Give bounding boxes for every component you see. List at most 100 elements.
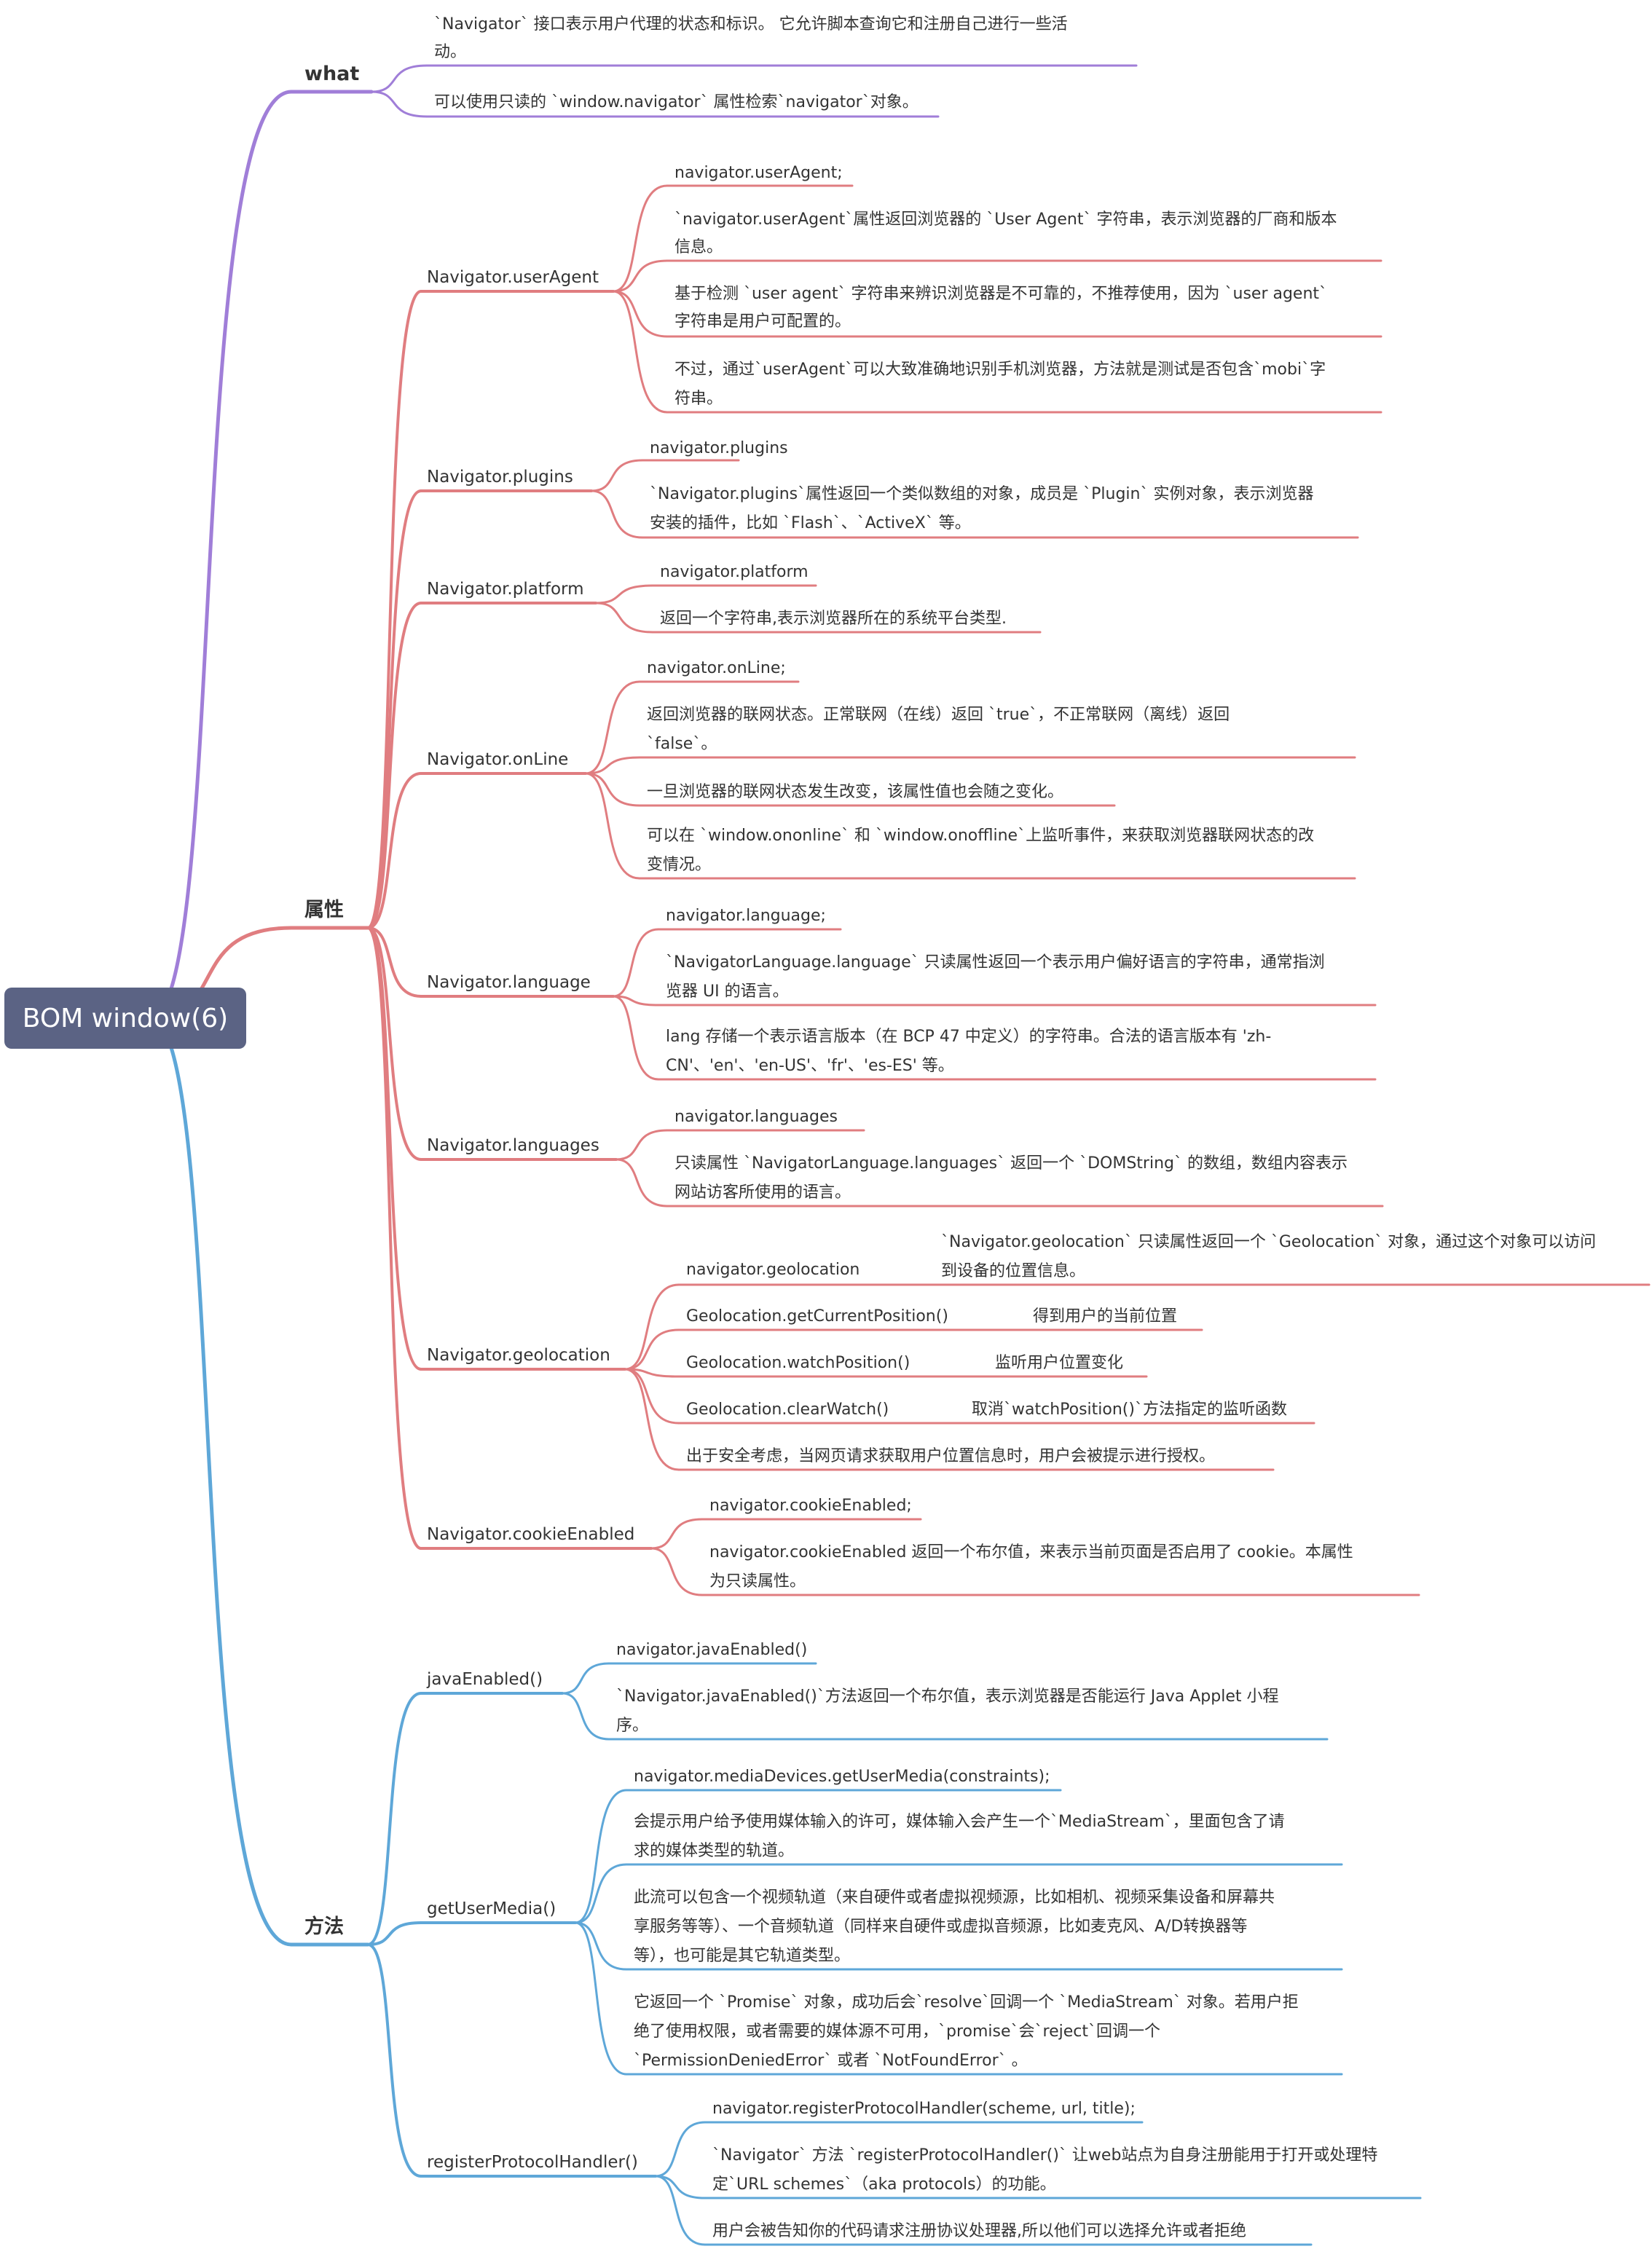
edge-props-1-leaf-1 bbox=[590, 489, 644, 539]
edge-props-3-leaf-0 bbox=[584, 680, 641, 775]
props-3-leaf-1-line-1: `false`。 bbox=[647, 735, 717, 753]
props-0-leaf-3-line-0: 不过，通过`userAgent`可以大致准确地识别手机浏览器，方法就是测试是否包… bbox=[674, 361, 1326, 379]
props-0-leaf-0-line-0: navigator.userAgent; bbox=[674, 164, 843, 182]
props-6-leaf-4-line-0: 出于安全考虑，当网页请求获取用户位置信息时，用户会被提示进行授权。 bbox=[686, 1447, 1215, 1465]
props-4-leaf-0-line-0: navigator.language; bbox=[666, 907, 826, 925]
props-3-leaf-2-line-0: 一旦浏览器的联网状态发生改变，该属性值也会随之变化。 bbox=[647, 783, 1063, 801]
root-label: BOM window(6) bbox=[23, 1004, 228, 1033]
section-methods-label: 方法 bbox=[304, 1915, 344, 1938]
edge-methods-branch-0 bbox=[366, 1692, 422, 1946]
props-0-leaf-3-line-1: 符串。 bbox=[674, 390, 723, 408]
edge-props-0-leaf-2 bbox=[612, 290, 669, 338]
edge-methods-1-leaf-3 bbox=[574, 1921, 628, 2076]
edge-root-what bbox=[148, 90, 294, 1020]
methods-branch-1-label: getUserMedia() bbox=[427, 1899, 556, 1918]
props-0-leaf-1-line-0: `navigator.userAgent`属性返回浏览器的 `User Agen… bbox=[674, 210, 1337, 229]
edge-methods-1-leaf-2 bbox=[574, 1921, 628, 1971]
edge-props-6-leaf-4 bbox=[624, 1368, 680, 1471]
methods-0-leaf-1-line-1: 序。 bbox=[616, 1717, 648, 1735]
methods-1-leaf-1-line-0: 会提示用户给予使用媒体输入的许可，媒体输入会产生一个`MediaStream`，… bbox=[634, 1813, 1285, 1831]
edge-props-6-leaf-0 bbox=[624, 1283, 680, 1371]
edge-props-branch-0 bbox=[366, 290, 422, 929]
props-branch-3-label: Navigator.onLine bbox=[427, 750, 568, 769]
edge-props-6-leaf-2 bbox=[624, 1368, 680, 1378]
props-6-leaf-3-desc-0: 取消`watchPosition()`方法指定的监听函数 bbox=[972, 1401, 1287, 1419]
props-4-leaf-2-line-1: CN'、'en'、'en-US'、'fr'、'es-ES' 等。 bbox=[666, 1057, 954, 1075]
edge-layer bbox=[148, 64, 1651, 2246]
props-6-leaf-0-line-0: navigator.geolocation bbox=[686, 1261, 860, 1279]
props-branch-6-label: Navigator.geolocation bbox=[427, 1346, 610, 1365]
edge-methods-2-leaf-2 bbox=[654, 2175, 707, 2246]
edge-props-4-leaf-0 bbox=[612, 928, 660, 998]
props-4-leaf-2-line-0: lang 存储一个表示语言版本（在 BCP 47 中定义）的字符串。合法的语言版… bbox=[666, 1028, 1271, 1046]
edge-props-3-leaf-1 bbox=[584, 756, 641, 775]
what-0-leaf-1-line-0: 可以使用只读的 `window.navigator` 属性检索`navigato… bbox=[434, 93, 919, 111]
edge-props-6-leaf-3 bbox=[624, 1368, 680, 1425]
props-1-leaf-0-line-0: navigator.plugins bbox=[650, 439, 788, 457]
props-2-leaf-1-line-0: 返回一个字符串,表示浏览器所在的系统平台类型. bbox=[660, 610, 1007, 628]
edge-methods-branch-2 bbox=[366, 1943, 422, 2178]
props-6-leaf-1-line-0: Geolocation.getCurrentPosition() bbox=[686, 1307, 948, 1326]
methods-2-leaf-2-line-0: 用户会被告知你的代码请求注册协议处理器,所以他们可以选择允许或者拒绝 bbox=[712, 2222, 1246, 2240]
props-0-leaf-1-line-1: 信息。 bbox=[674, 238, 723, 256]
props-6-leaf-1-desc-0: 得到用户的当前位置 bbox=[1033, 1307, 1177, 1326]
edge-props-0-leaf-3 bbox=[612, 290, 669, 414]
props-6-leaf-3-line-0: Geolocation.clearWatch() bbox=[686, 1401, 889, 1419]
props-3-leaf-3-line-0: 可以在 `window.ononline` 和 `window.onofflin… bbox=[647, 827, 1314, 845]
edge-props-branch-7 bbox=[366, 926, 422, 1550]
edge-methods-2-leaf-1 bbox=[654, 2175, 707, 2199]
edge-methods-branch-1 bbox=[366, 1921, 422, 1946]
edge-root-methods bbox=[148, 1016, 294, 1947]
props-7-leaf-1-line-0: navigator.cookieEnabled 返回一个布尔值，来表示当前页面是… bbox=[709, 1543, 1353, 1561]
props-branch-1-label: Navigator.plugins bbox=[427, 468, 573, 487]
edge-props-2-leaf-1 bbox=[594, 602, 654, 634]
props-2-leaf-0-line-0: navigator.platform bbox=[660, 563, 809, 581]
edge-props-6-leaf-1 bbox=[624, 1328, 680, 1371]
props-4-leaf-1-line-1: 览器 UI 的语言。 bbox=[666, 982, 789, 1001]
props-7-leaf-0-line-0: navigator.cookieEnabled; bbox=[709, 1497, 912, 1515]
props-3-leaf-1-line-0: 返回浏览器的联网状态。正常联网（在线）返回 `true`，不正常联网（离线）返回 bbox=[647, 706, 1230, 724]
root-node[interactable] bbox=[4, 988, 246, 1049]
methods-2-leaf-1-line-1: 定`URL schemes`（aka protocols）的功能。 bbox=[712, 2175, 1056, 2194]
props-3-leaf-3-line-1: 变情况。 bbox=[647, 856, 711, 874]
props-branch-5-label: Navigator.languages bbox=[427, 1136, 599, 1155]
props-0-leaf-2-line-0: 基于检测 `user agent` 字符串来辨识浏览器是不可靠的，不推荐使用，因… bbox=[674, 285, 1327, 303]
edge-props-branch-2 bbox=[366, 602, 422, 929]
methods-0-leaf-1-line-0: `Navigator.javaEnabled()`方法返回一个布尔值，表示浏览器… bbox=[616, 1687, 1279, 1706]
props-6-leaf-2-line-0: Geolocation.watchPosition() bbox=[686, 1354, 910, 1372]
edge-methods-0-leaf-1 bbox=[561, 1692, 610, 1741]
methods-2-leaf-1-line-0: `Navigator` 方法 `registerProtocolHandler(… bbox=[712, 2146, 1377, 2165]
edge-methods-0-leaf-0 bbox=[561, 1662, 610, 1695]
edge-props-7-leaf-1 bbox=[650, 1547, 704, 1596]
methods-1-leaf-3-line-0: 它返回一个 `Promise` 对象，成功后会`resolve`回调一个 `Me… bbox=[634, 1993, 1299, 2012]
edge-what-0-leaf-0 bbox=[370, 64, 428, 93]
edge-props-branch-5 bbox=[366, 926, 422, 1161]
methods-1-leaf-3-line-2: `PermissionDeniedError` 或者 `NotFoundErro… bbox=[634, 2052, 1028, 2070]
props-branch-0-label: Navigator.userAgent bbox=[427, 268, 599, 287]
methods-1-leaf-1-line-1: 求的媒体类型的轨道。 bbox=[634, 1842, 794, 1860]
methods-branch-0-label: javaEnabled() bbox=[426, 1670, 543, 1689]
edge-props-3-leaf-3 bbox=[584, 772, 641, 880]
edge-props-2-leaf-0 bbox=[594, 584, 654, 604]
section-what-label: what bbox=[304, 63, 359, 85]
props-branch-2-label: Navigator.platform bbox=[427, 580, 583, 599]
methods-1-leaf-2-line-0: 此流可以包含一个视频轨道（来自硬件或者虚拟视频源，比如相机、视频采集设备和屏幕共 bbox=[634, 1888, 1275, 1907]
edge-methods-1-leaf-1 bbox=[574, 1863, 628, 1924]
what-0-leaf-0-line-0: `Navigator` 接口表示用户代理的状态和标识。 它允许脚本查询它和注册自… bbox=[434, 15, 1068, 34]
edge-props-5-leaf-1 bbox=[615, 1158, 669, 1208]
edge-props-0-leaf-1 bbox=[612, 259, 669, 293]
props-7-leaf-1-line-1: 为只读属性。 bbox=[709, 1572, 806, 1591]
props-6-leaf-0-desc-1: 到设备的位置信息。 bbox=[941, 1262, 1085, 1280]
methods-1-leaf-3-line-1: 绝了使用权限，或者需要的媒体源不可用，`promise`会`reject`回调一… bbox=[634, 2022, 1160, 2041]
props-5-leaf-1-line-1: 网站访客所使用的语言。 bbox=[674, 1183, 851, 1202]
props-5-leaf-0-line-0: navigator.languages bbox=[674, 1108, 838, 1126]
props-1-leaf-1-line-0: `Navigator.plugins`属性返回一个类似数组的对象，成员是 `Pl… bbox=[650, 485, 1313, 503]
edge-props-branch-3 bbox=[366, 772, 422, 929]
methods-2-leaf-0-line-0: navigator.registerProtocolHandler(scheme… bbox=[712, 2100, 1136, 2118]
edge-props-1-leaf-0 bbox=[590, 459, 644, 492]
node-layer: BOM window(6) what `Navigator` 接口表示用户代理的状态… bbox=[4, 15, 1596, 2240]
edge-props-4-leaf-2 bbox=[612, 995, 660, 1081]
edge-props-4-leaf-1 bbox=[612, 995, 660, 1007]
edge-what-0-leaf-1 bbox=[370, 90, 428, 118]
